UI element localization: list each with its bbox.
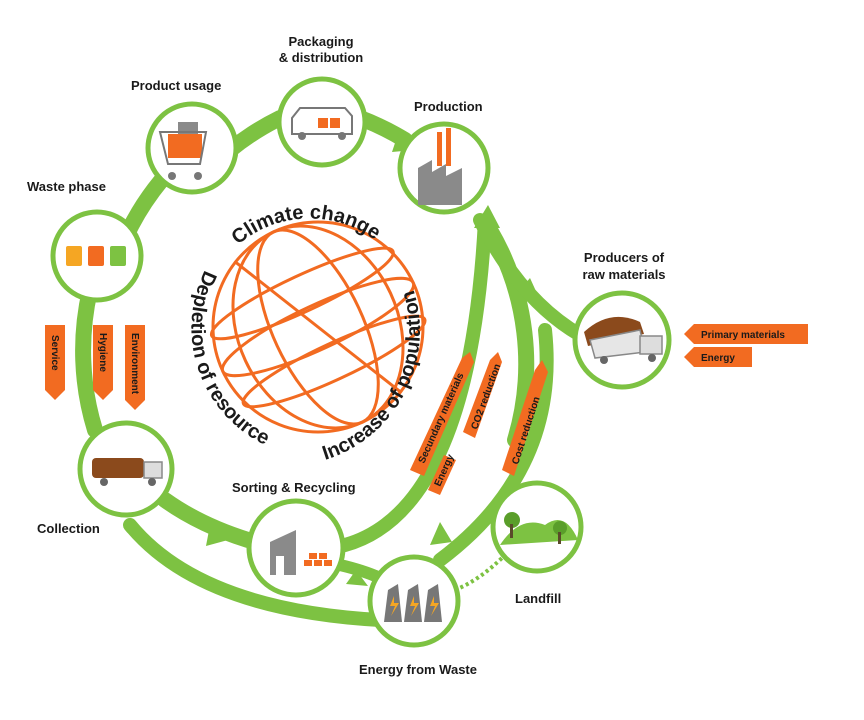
label-product-usage: Product usage bbox=[131, 78, 221, 93]
factory-icon bbox=[418, 128, 462, 205]
node-landfill bbox=[490, 480, 584, 574]
tag-primary-materials: Primary materials bbox=[701, 330, 785, 341]
node-production bbox=[397, 121, 491, 215]
dump-truck-icon bbox=[584, 316, 663, 364]
tag-hygiene: Hygiene bbox=[97, 333, 108, 372]
node-sorting-recycling bbox=[246, 498, 346, 598]
label-waste-phase: Waste phase bbox=[27, 179, 106, 194]
truck-icon bbox=[92, 458, 163, 486]
landfill-link bbox=[454, 553, 507, 592]
node-product-usage bbox=[145, 101, 239, 195]
tag-environment: Environment bbox=[129, 333, 140, 395]
label-raw-line2: raw materials bbox=[582, 267, 665, 282]
globe-icon bbox=[209, 220, 427, 434]
increase-of-population-text: Increase of population bbox=[320, 288, 425, 465]
label-energy-from-waste: Energy from Waste bbox=[359, 662, 477, 677]
label-packaging-line1: Packaging bbox=[288, 34, 353, 49]
recycling-plant-icon bbox=[270, 530, 332, 575]
node-packaging bbox=[276, 76, 368, 168]
shopping-cart-icon bbox=[158, 122, 208, 180]
bins-icon bbox=[66, 246, 126, 266]
node-collection bbox=[77, 420, 175, 518]
van-icon bbox=[291, 107, 353, 140]
power-plant-icon bbox=[384, 584, 442, 622]
tags-left: Service Hygiene Environment bbox=[45, 325, 145, 410]
tag-energy-raw: Energy bbox=[701, 353, 735, 364]
node-raw-materials bbox=[572, 290, 672, 390]
landfill-icon bbox=[500, 512, 578, 545]
node-energy-from-waste bbox=[367, 554, 461, 648]
label-landfill: Landfill bbox=[515, 591, 561, 606]
tags-raw: Primary materials Energy bbox=[684, 324, 808, 367]
label-sorting-recycling: Sorting & Recycling bbox=[232, 480, 356, 495]
node-waste-phase bbox=[50, 209, 144, 303]
label-packaging-line2: & distribution bbox=[279, 50, 364, 65]
label-collection: Collection bbox=[37, 521, 100, 536]
label-production: Production bbox=[414, 99, 483, 114]
label-raw-line1: Producers of bbox=[584, 250, 665, 265]
tag-service: Service bbox=[49, 335, 60, 371]
